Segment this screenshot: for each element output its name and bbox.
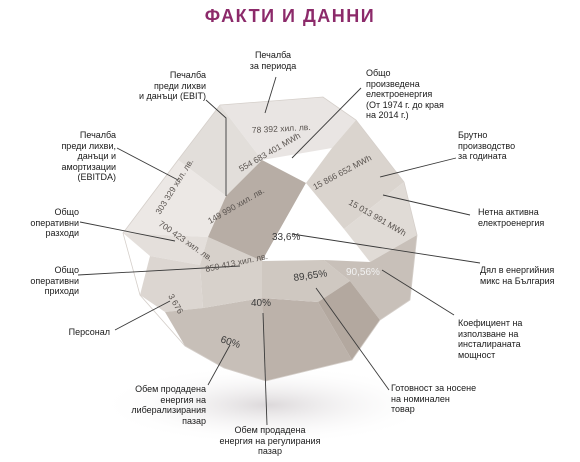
label-availability: Готовност за носене на номинален товар bbox=[391, 383, 477, 414]
leader-regulated bbox=[262, 312, 268, 426]
leader-op-income bbox=[77, 265, 241, 276]
label-op-income: Общо оперативни приходи bbox=[30, 265, 79, 296]
facet-upper-left bbox=[123, 160, 226, 237]
facet-ebit bbox=[208, 160, 306, 261]
label-total-generated: Общо произведена електроенергия (От 1974… bbox=[366, 68, 444, 120]
outline bbox=[122, 96, 418, 382]
facet-center-left bbox=[200, 237, 262, 308]
value-availability: 89,65% bbox=[293, 268, 328, 284]
value-regulated: 40% bbox=[251, 298, 271, 309]
floor-shadow bbox=[98, 365, 438, 445]
leader-gross bbox=[379, 157, 457, 178]
facet-top-left bbox=[178, 105, 262, 196]
facet-center-white bbox=[262, 183, 344, 261]
facet-bottom-right bbox=[318, 281, 380, 360]
leader-ebit bbox=[205, 99, 227, 196]
label-personnel: Персонал bbox=[68, 327, 110, 337]
leader-net bbox=[382, 194, 471, 216]
leader-personnel bbox=[114, 300, 171, 331]
leader-liberalized bbox=[207, 344, 231, 386]
facet-right bbox=[344, 182, 417, 262]
facet-bottom-left bbox=[165, 298, 266, 381]
value-profit-period: 78 392 хил. лв. bbox=[252, 122, 311, 135]
label-capacity-factor: Коефициент на използване на инсталиранат… bbox=[458, 318, 523, 360]
label-gross-production: Брутно производство за годината bbox=[458, 130, 516, 161]
page-title: ФАКТИ И ДАННИ bbox=[204, 6, 376, 26]
facet-left bbox=[123, 233, 208, 265]
label-op-expenses: Общо оперативни разходи bbox=[30, 207, 79, 238]
leader-capacity bbox=[381, 269, 455, 316]
value-share-mix: 33,6% bbox=[272, 232, 300, 243]
leader-op-expenses bbox=[79, 221, 176, 242]
leader-total-generated bbox=[291, 87, 362, 159]
label-liberalized: Обем продадена енергия на либерализирани… bbox=[131, 384, 206, 426]
facet-left-lower bbox=[140, 256, 203, 312]
facet-top bbox=[220, 97, 356, 160]
leader-ebitda bbox=[116, 147, 179, 181]
leader-lines bbox=[77, 76, 481, 426]
label-profit-period: Печалба за периода bbox=[249, 50, 297, 71]
label-ebit: Печалба преди лихви и данъци (EBIT) bbox=[138, 70, 206, 101]
label-ebitda: Печалба преди лихви, данъци и амортизаци… bbox=[61, 130, 116, 182]
leader-profit-period bbox=[264, 76, 277, 114]
facet-bottom-center bbox=[262, 298, 352, 381]
facet-capacity bbox=[324, 235, 417, 320]
facet-availability bbox=[262, 260, 350, 302]
leader-availability bbox=[315, 287, 390, 391]
facet-right-upper bbox=[306, 120, 404, 229]
label-regulated: Обем продадена енергия на регулирания па… bbox=[219, 425, 321, 456]
label-share-mix: Дял в енергийния микс на България bbox=[480, 265, 555, 286]
leader-share bbox=[291, 233, 481, 264]
value-capacity-factor: 90,56% bbox=[346, 267, 380, 278]
label-net-active: Нетна активна електроенергия bbox=[478, 207, 545, 228]
